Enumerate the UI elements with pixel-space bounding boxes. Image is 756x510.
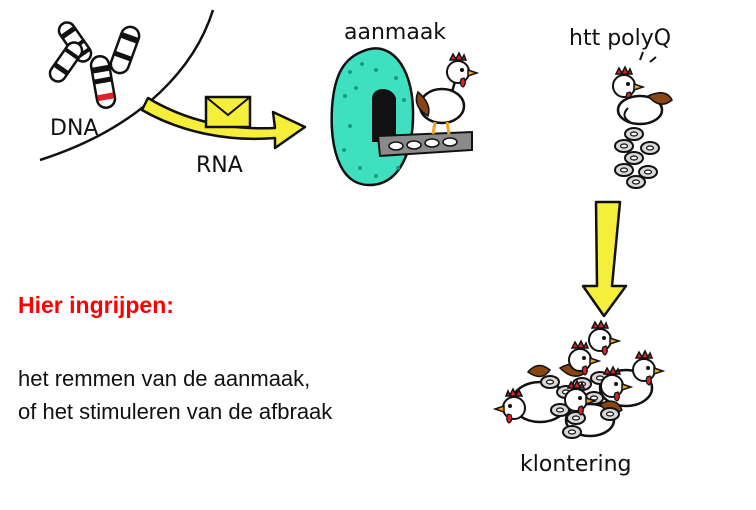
nuclear-membrane-line (39, 9, 215, 162)
chicken-cluster-icon (494, 320, 664, 439)
envelope-icon (204, 95, 252, 129)
htt-polyq-label: htt polyQ (569, 26, 672, 51)
transcription-arrow (140, 96, 307, 150)
aggregation-arrow (581, 200, 628, 318)
intervention-line-2: of het stimuleren van de afbraak (18, 399, 333, 424)
chromosome-icon (48, 21, 141, 109)
dna-label: DNA (50, 116, 99, 141)
chicken-icon (612, 66, 673, 126)
intervention-heading: Hier ingrijpen: (18, 292, 174, 318)
klontering-label: klontering (520, 452, 632, 477)
aanmaak-label: aanmaak (344, 20, 447, 45)
chicken-icon (415, 52, 478, 135)
surprise-marks (639, 51, 657, 63)
ribosome-icon (330, 47, 415, 187)
intervention-line-1: het remmen van de aanmaak, (18, 366, 311, 391)
rna-label: RNA (196, 153, 243, 178)
chain-icon (614, 127, 660, 189)
conveyor-icon (376, 130, 473, 158)
